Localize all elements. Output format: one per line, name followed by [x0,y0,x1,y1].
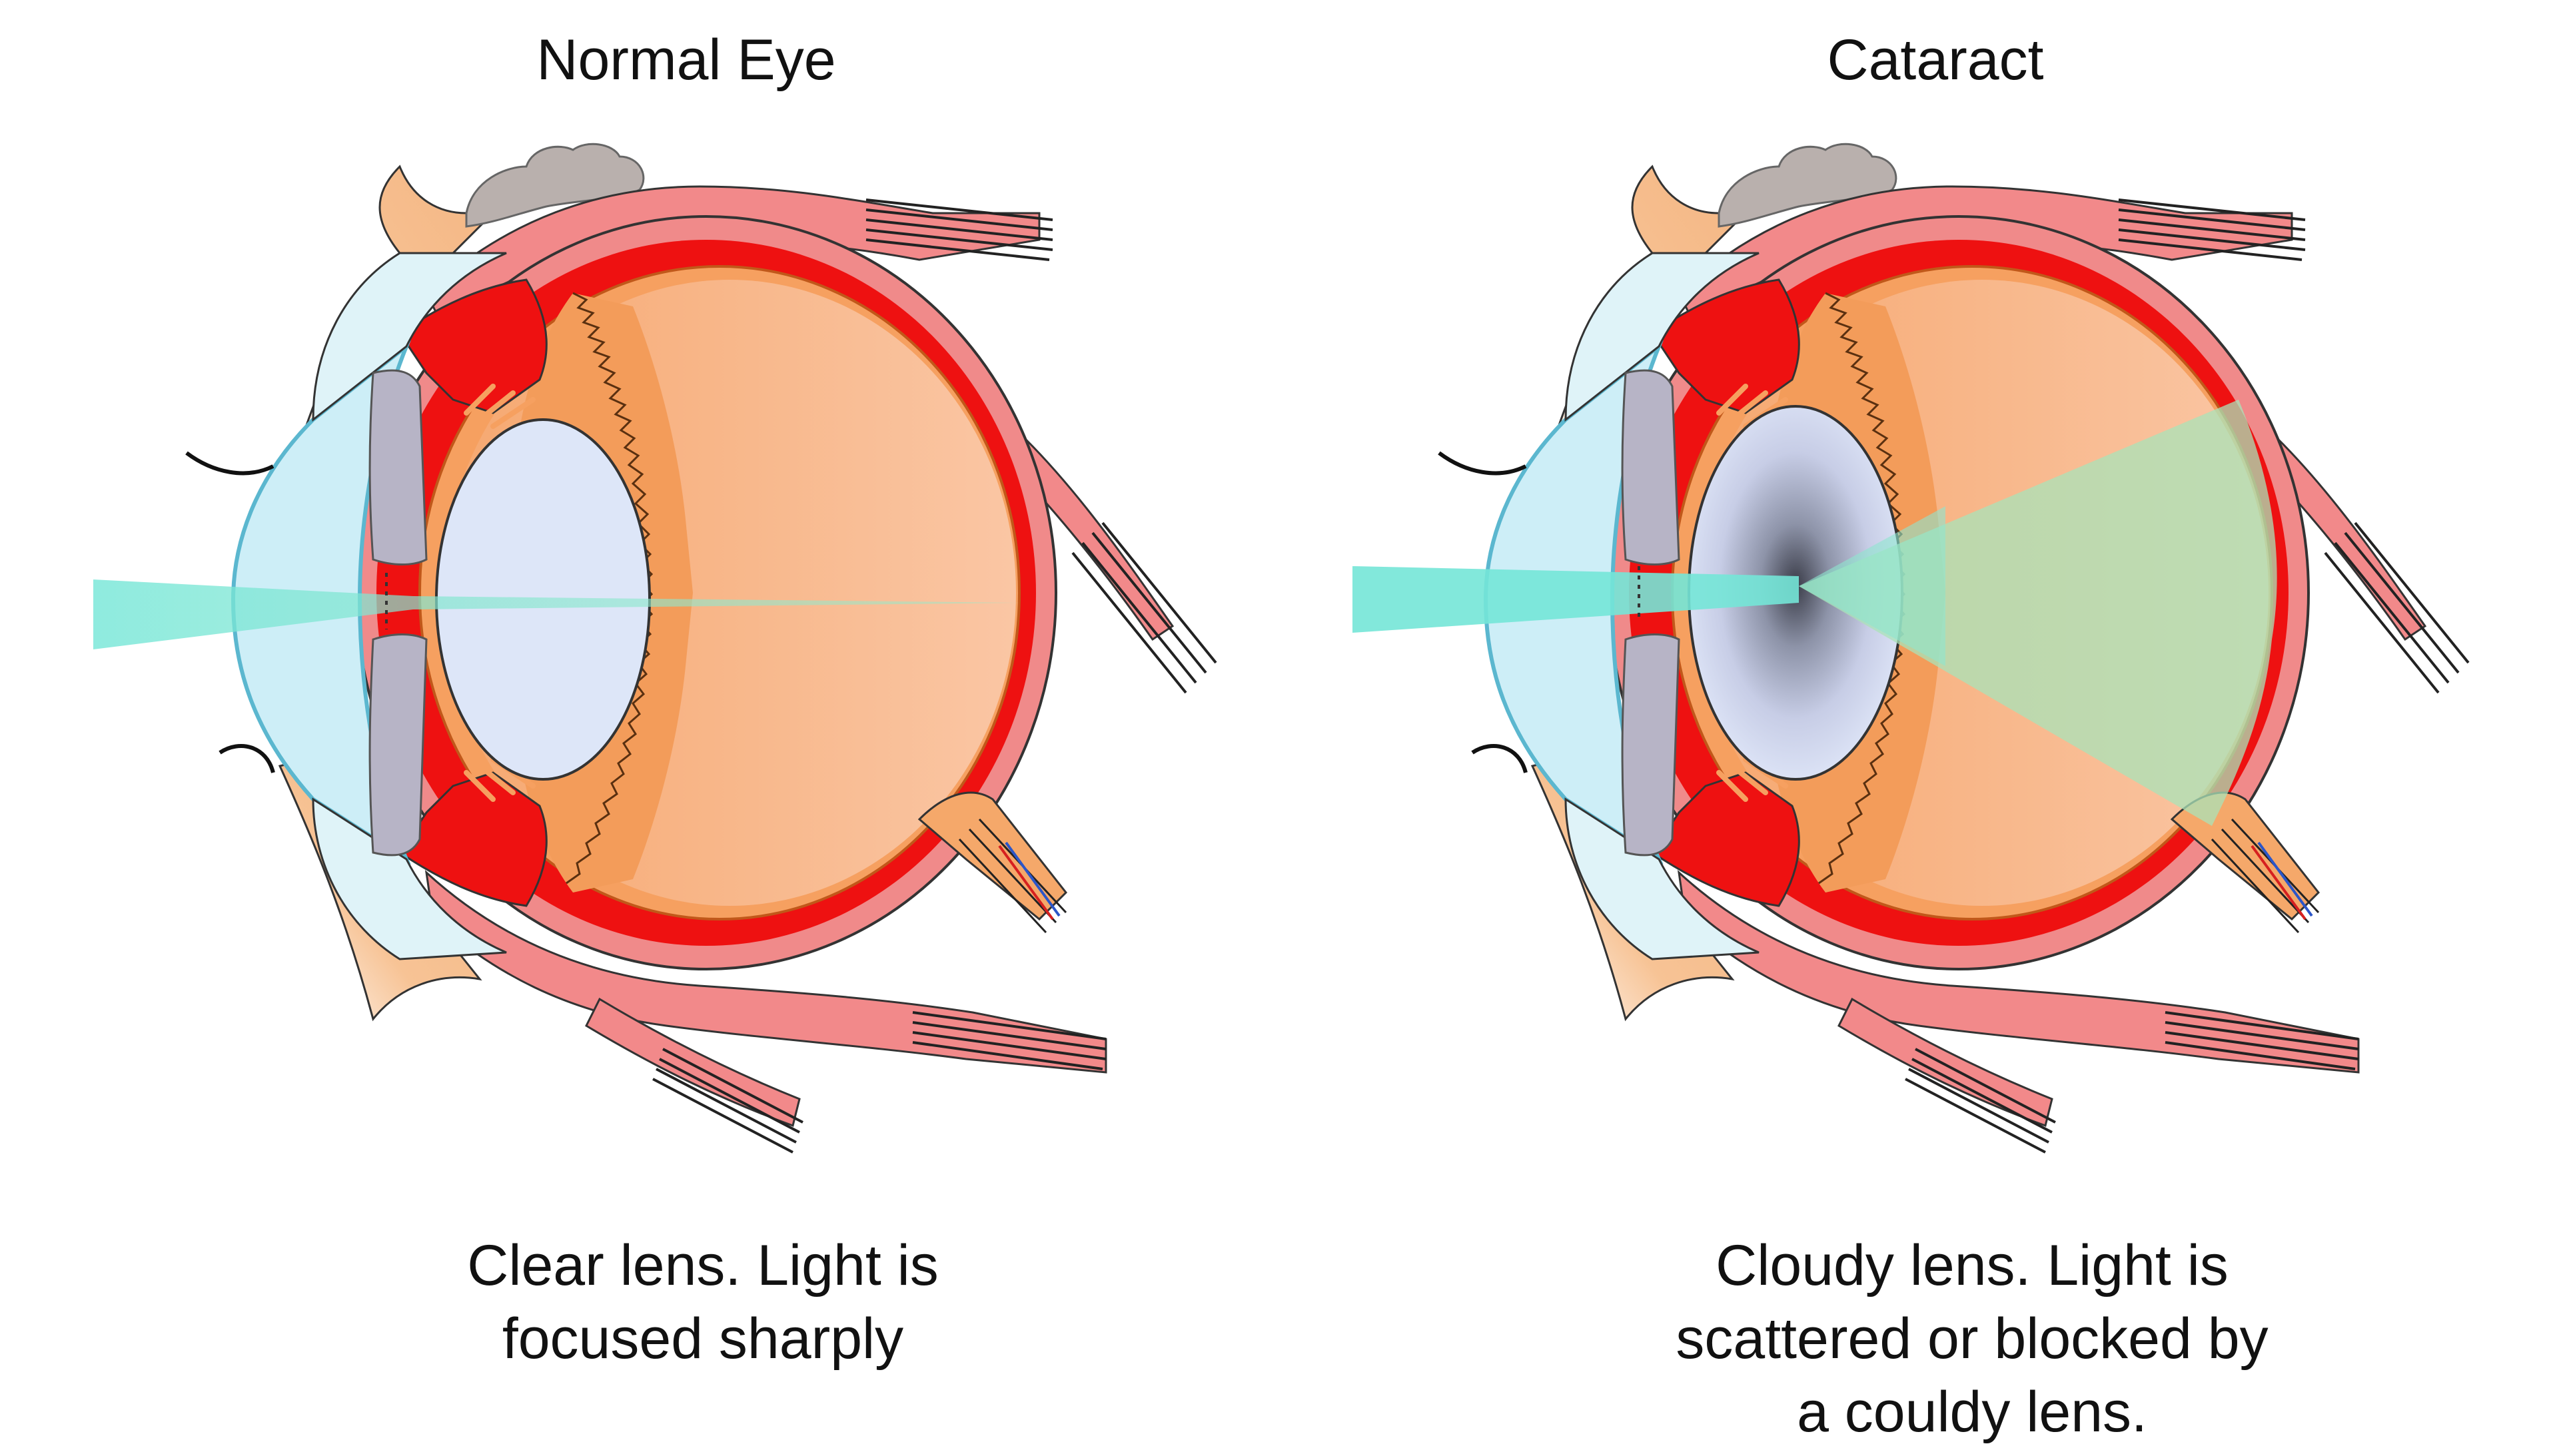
incoming-light-beam [1352,566,1799,633]
cataract-eye-illustration [1352,144,2468,1152]
caption-line: focused sharply [502,1307,904,1371]
caption-line: Clear lens. Light is [467,1234,939,1297]
caption-line: a couldy lens. [1797,1380,2147,1444]
cataract-caption: Cloudy lens. Light is scattered or block… [1606,1229,2338,1449]
caption-line: Cloudy lens. Light is [1716,1234,2229,1297]
normal-eye-caption: Clear lens. Light is focused sharply [336,1229,1069,1375]
cataract-title: Cataract [1827,28,2044,92]
normal-eye-title: Normal Eye [536,28,836,92]
scattered-light-cone [1799,400,2277,826]
normal-eye-illustration [93,144,1216,1152]
focused-light-beam [93,579,1019,649]
caption-line: scattered or blocked by [1676,1307,2269,1371]
